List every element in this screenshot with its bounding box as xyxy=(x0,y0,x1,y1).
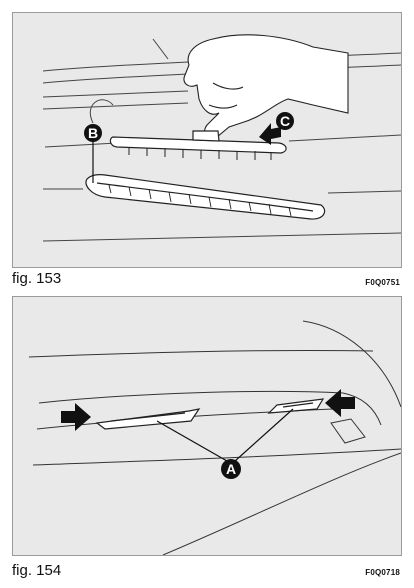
callout-c: C xyxy=(259,112,294,145)
figure-caption: fig. 154 xyxy=(12,562,62,579)
figure-154-illustration: A xyxy=(12,296,402,556)
callout-b: B xyxy=(84,124,102,183)
figure-caption: fig. 153 xyxy=(12,270,62,287)
figure-153-illustration: B C xyxy=(12,12,402,268)
figure-code: F0Q0718 xyxy=(365,568,400,577)
lamp-housing-drawing xyxy=(109,130,287,160)
lamp-removal-drawing: B C xyxy=(42,34,401,242)
hand-drawing xyxy=(183,34,349,139)
lamp-lens-drawing xyxy=(85,174,326,220)
tailgate-drawing: A xyxy=(28,320,401,555)
svg-text:B: B xyxy=(88,125,98,141)
right-lamp-outline xyxy=(267,398,325,414)
left-arrow xyxy=(61,403,91,431)
figure-code: F0Q0751 xyxy=(365,278,400,287)
svg-text:C: C xyxy=(280,113,290,129)
left-lamp-outline xyxy=(95,408,201,430)
right-arrow xyxy=(325,389,355,417)
svg-text:A: A xyxy=(226,461,236,477)
callout-a: A xyxy=(156,408,294,479)
